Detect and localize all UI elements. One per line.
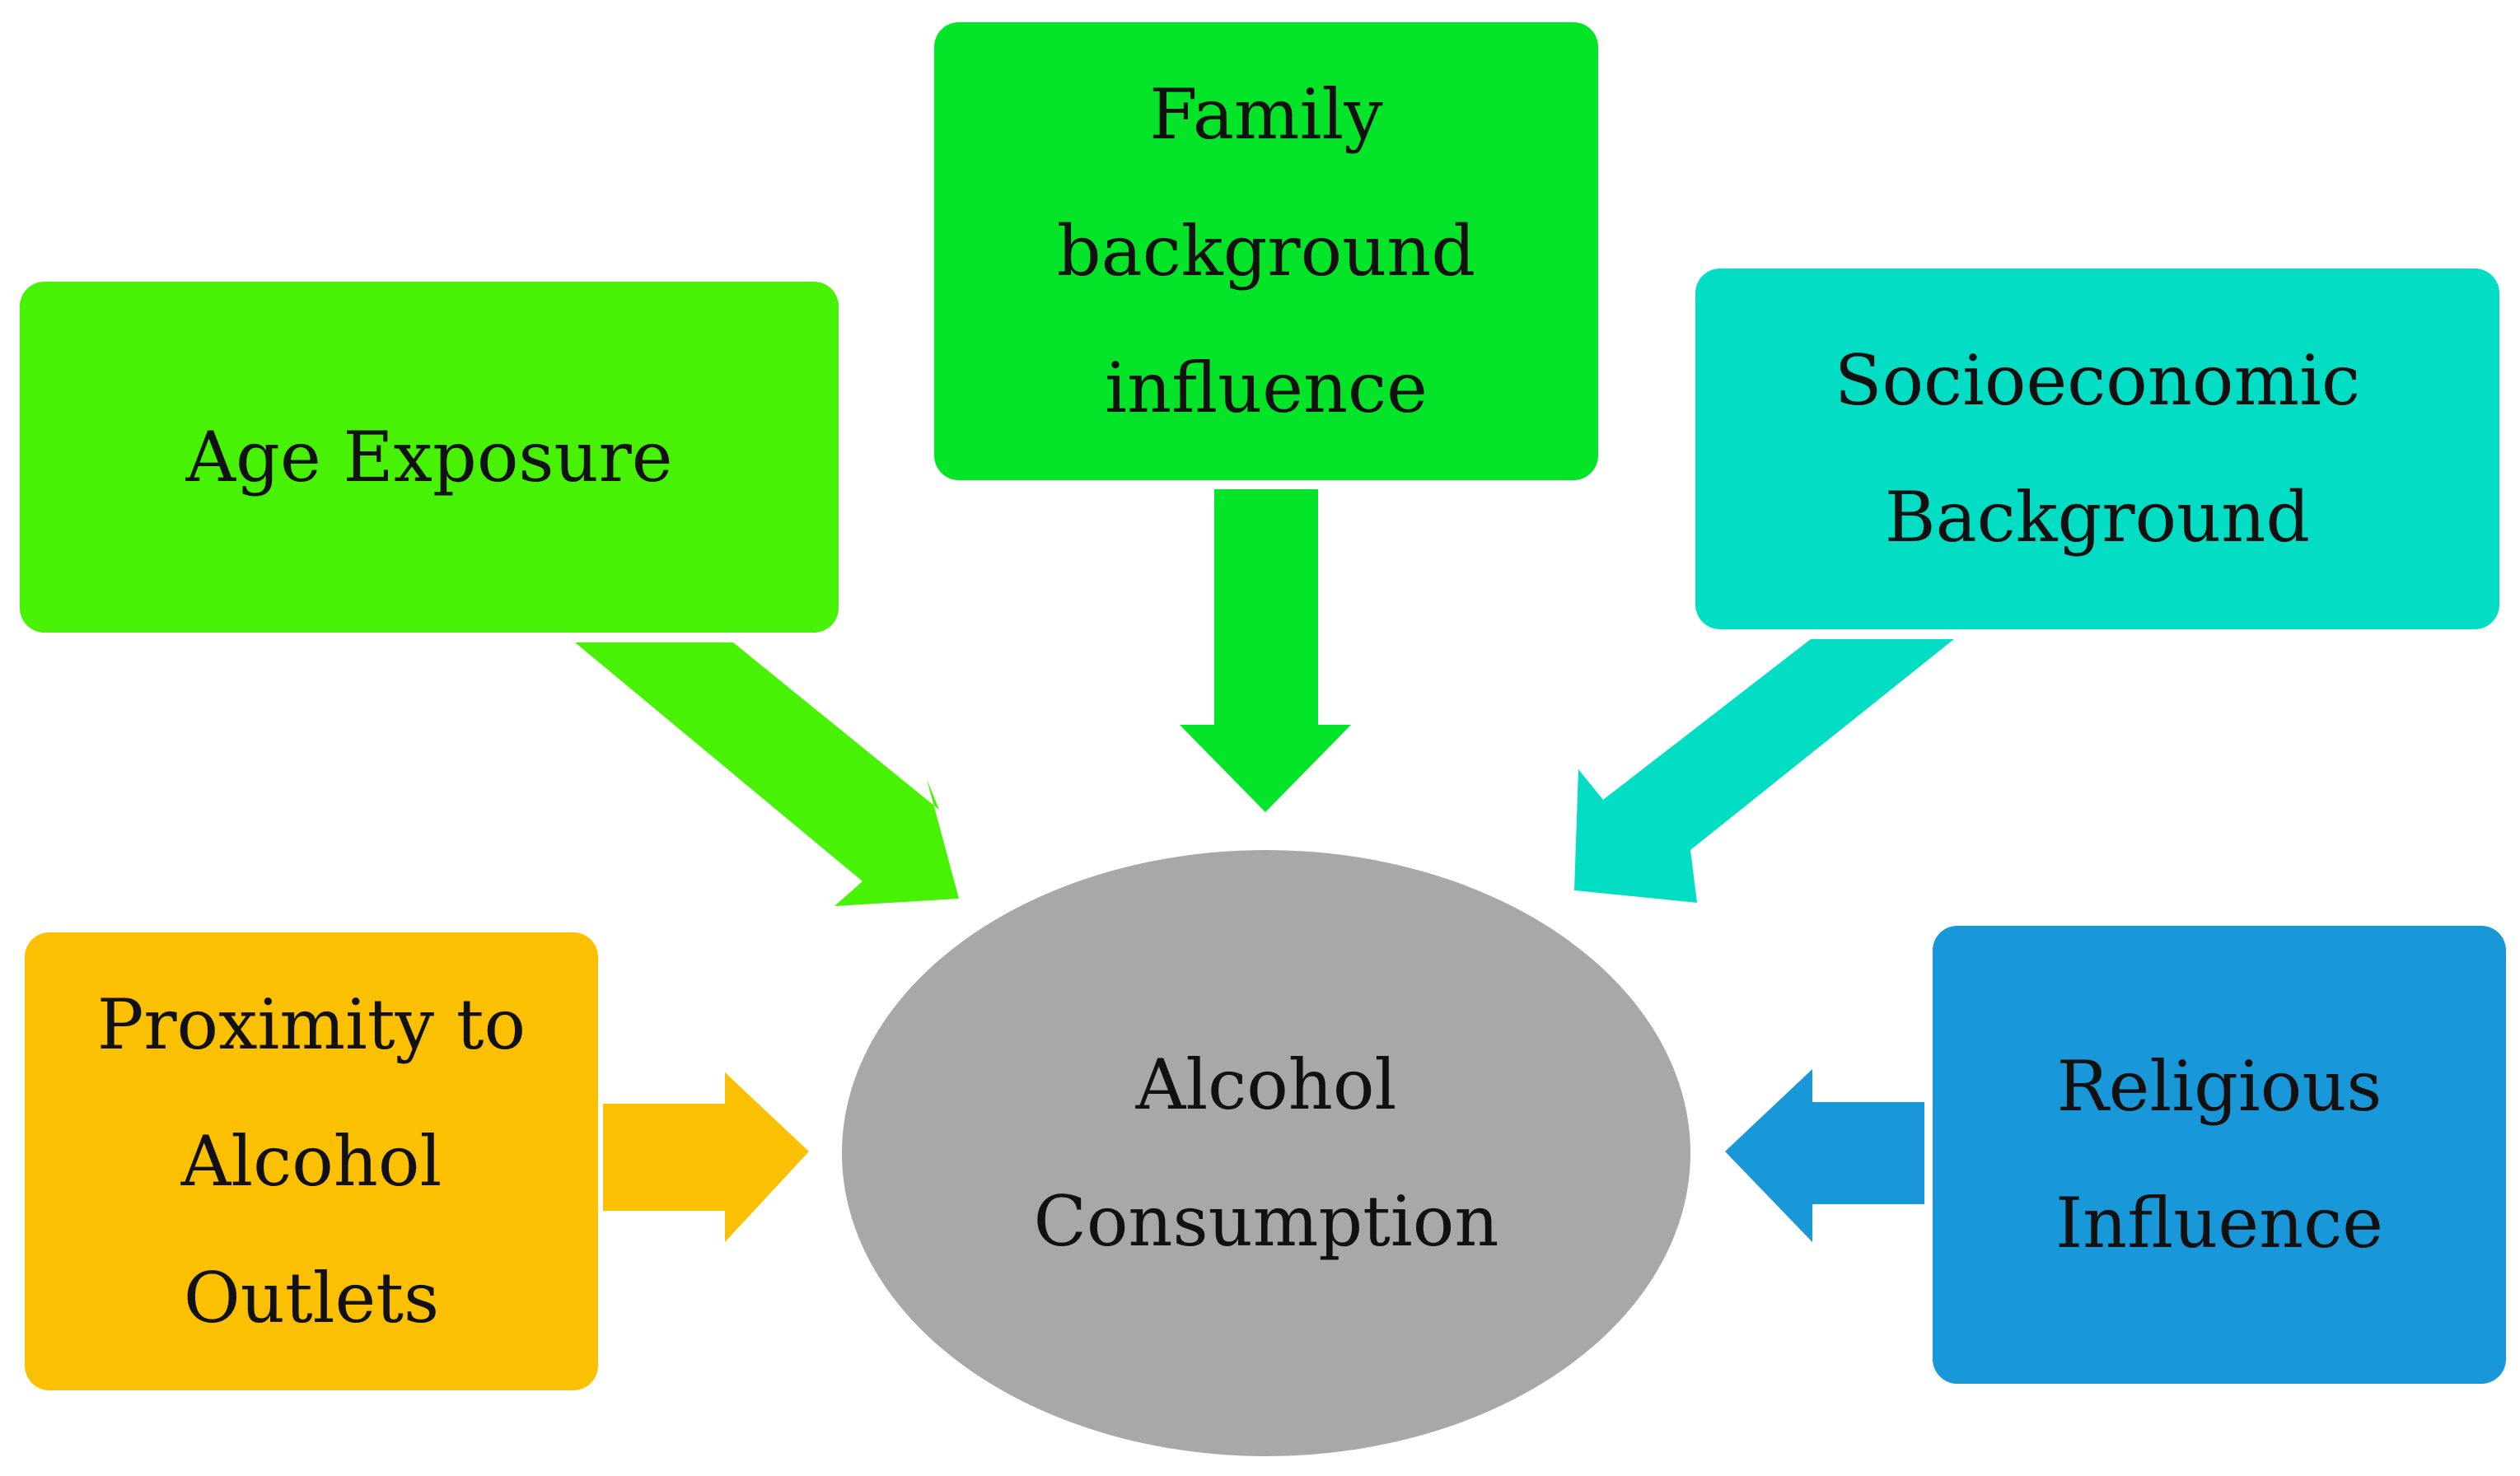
factor-proximity-to-outlets: Proximity to Alcohol Outlets (25, 932, 598, 1390)
factor-religious-line-2: Influence (2055, 1183, 2383, 1263)
factor-proximity-line-3: Outlets (183, 1258, 440, 1338)
factor-age-exposure: Age Exposure (20, 282, 839, 633)
factor-family-line-1: Family (1149, 74, 1383, 155)
center-line-1: Alcohol (1135, 1044, 1397, 1125)
arrow-socio-to-center (1574, 639, 1954, 903)
arrow-religious-to-center (1725, 1069, 1924, 1242)
factor-religious-line-1: Religious (2056, 1046, 2382, 1127)
factor-family-line-2: background (1056, 211, 1476, 292)
arrow-age-to-center (575, 642, 959, 906)
center-line-2: Consumption (1033, 1181, 1499, 1262)
factor-age-exposure-label: Age Exposure (185, 417, 673, 497)
factor-family-line-3: influence (1105, 348, 1428, 428)
factor-proximity-line-1: Proximity to (96, 984, 526, 1065)
factor-socio-line-1: Socioeconomic (1834, 340, 2361, 421)
arrow-proximity-to-center (603, 1072, 809, 1242)
factor-proximity-line-2: Alcohol (180, 1121, 442, 1202)
factor-socio-line-2: Background (1884, 477, 2311, 558)
arrow-family-to-center (1180, 489, 1351, 812)
center-alcohol-consumption: Alcohol Consumption (842, 850, 1690, 1456)
factor-socioeconomic-background: Socioeconomic Background (1695, 269, 2499, 629)
factor-religious-influence: Religious Influence (1933, 926, 2506, 1384)
factor-family-background: Family background influence (934, 22, 1598, 480)
